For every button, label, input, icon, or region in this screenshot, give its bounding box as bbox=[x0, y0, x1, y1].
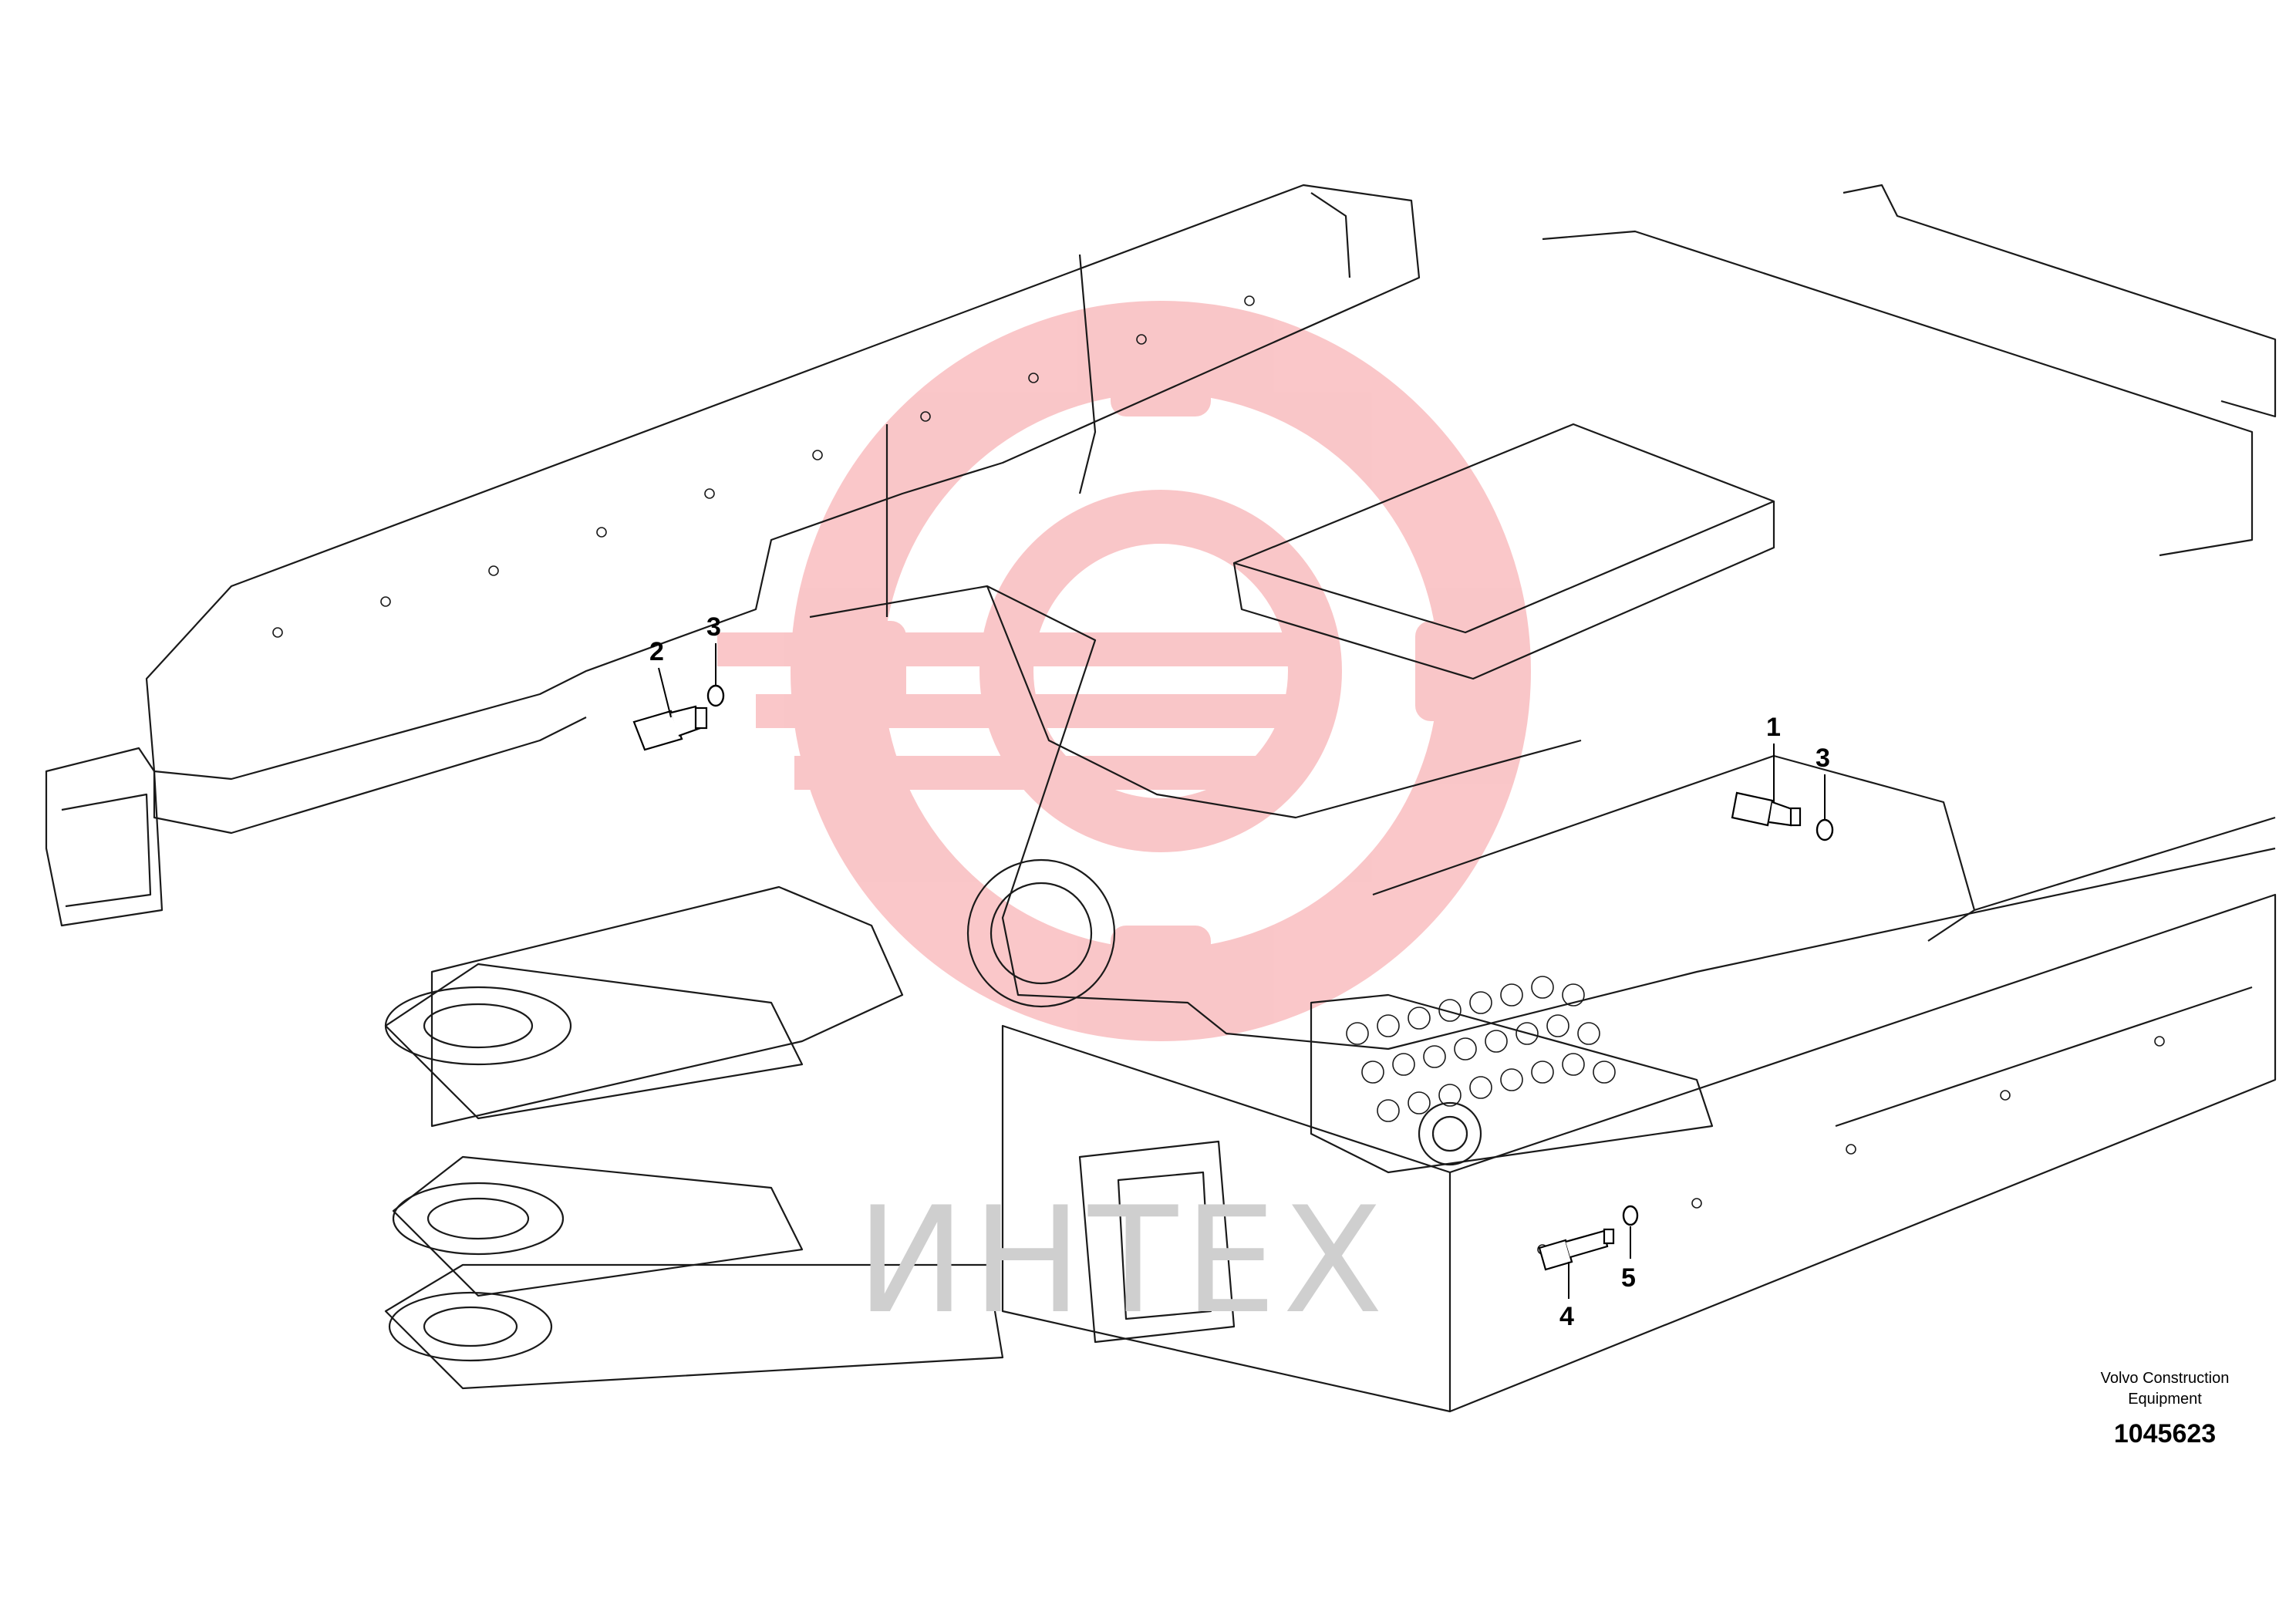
frame-drawing bbox=[45, 184, 2277, 1413]
watermark-text: ИНТЕХ bbox=[856, 1175, 1389, 1346]
callout-4: 4 bbox=[1559, 1302, 1574, 1331]
fitting-part-2 bbox=[632, 705, 708, 751]
drawing-number: 1045623 bbox=[2113, 1419, 2217, 1448]
callout-3a: 3 bbox=[706, 612, 721, 642]
callout-3b: 3 bbox=[1816, 744, 1830, 773]
o-ring-part-5 bbox=[1622, 1205, 1639, 1226]
credit-line-1: Volvo Construction bbox=[2100, 1370, 2230, 1387]
callout-1: 1 bbox=[1766, 713, 1781, 742]
credit-line-2: Equipment bbox=[2128, 1391, 2202, 1408]
fitting-part-1 bbox=[1731, 791, 1802, 827]
leader-2 bbox=[658, 667, 672, 718]
callout-5: 5 bbox=[1621, 1263, 1636, 1293]
sensor-part-4 bbox=[1538, 1228, 1615, 1271]
o-ring-part-3a bbox=[706, 684, 725, 707]
o-ring-part-3b bbox=[1816, 818, 1834, 841]
callout-2: 2 bbox=[649, 637, 664, 666]
credit-block: Volvo Construction Equipment 1045623 bbox=[2072, 1368, 2257, 1449]
